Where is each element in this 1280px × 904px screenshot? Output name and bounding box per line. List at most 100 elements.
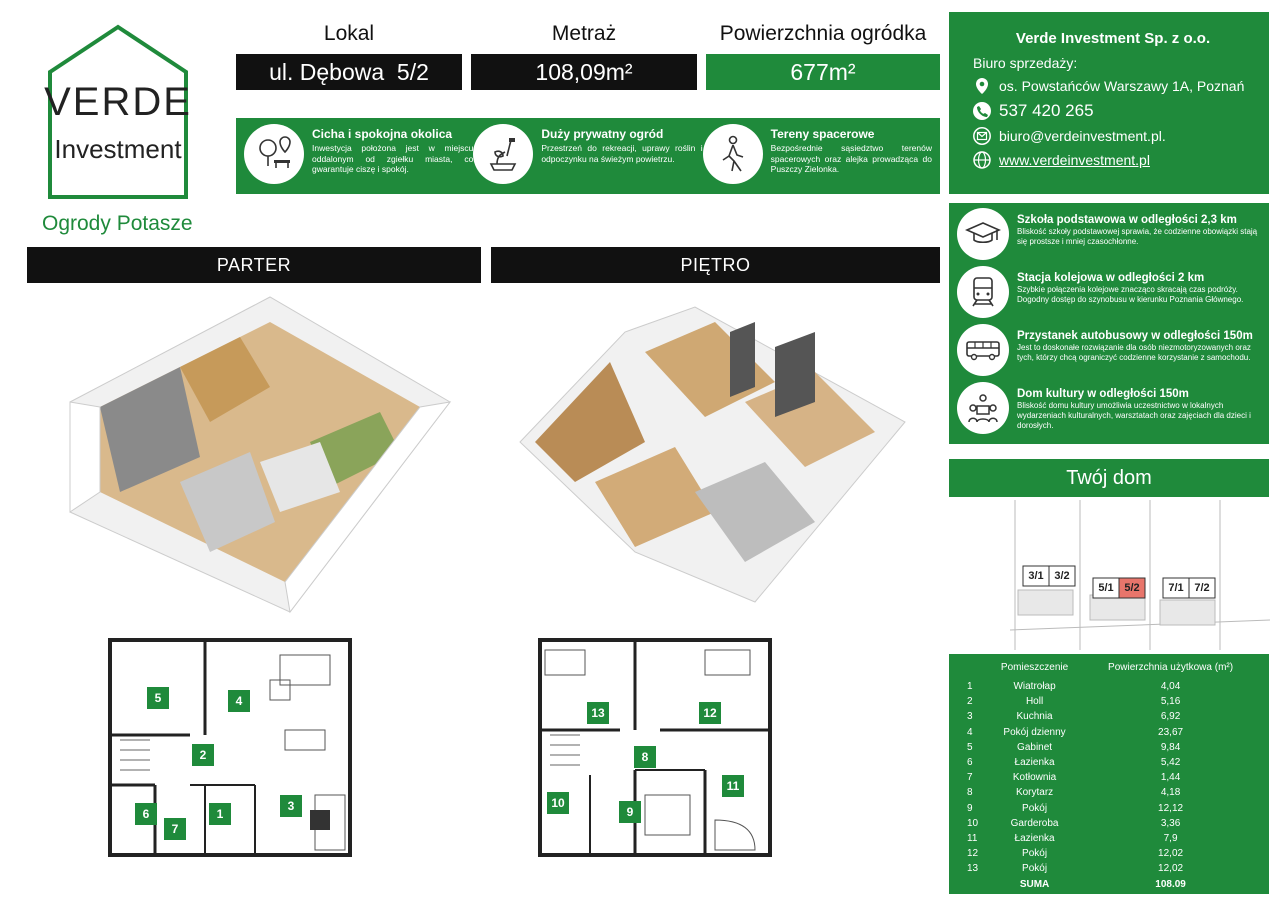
- room-name: Holl: [1025, 696, 1044, 708]
- company-name: Verde Investment Sp. z o.o.: [1015, 30, 1211, 47]
- feature-title: Cicha i spokojna okolica: [312, 127, 453, 141]
- room-label: 13: [587, 702, 609, 724]
- sum-value: 108.09: [1155, 878, 1186, 890]
- col-header-area: Powierzchnia użytkowa (m²): [1108, 662, 1234, 673]
- room-num: 11: [967, 832, 978, 844]
- company-email[interactable]: biuro@verdeinvestment.pl.: [999, 128, 1166, 144]
- room-area: 1,44: [1160, 772, 1181, 784]
- room-label: 12: [699, 702, 721, 724]
- address-row: os. Powstańców Warszawy 1A, Poznań: [973, 77, 1253, 95]
- room-num: 13: [967, 863, 979, 875]
- project-name: Ogrody Potasze: [42, 212, 193, 235]
- room-label: 1: [209, 803, 231, 825]
- room-num: 3: [967, 711, 973, 723]
- walking-icon: [702, 124, 763, 184]
- room-num: 2: [967, 696, 973, 708]
- feature-text: Bezpośrednie sąsiedztwo terenów spacerow…: [770, 143, 932, 174]
- poi-panel: Szkoła podstawowa w odległości 2,3 km Bl…: [949, 203, 1269, 444]
- room-name: Korytarz: [1015, 787, 1054, 799]
- table-row: 13 Pokój 12,02: [959, 861, 1259, 876]
- feature-text: Inwestycja położona jest w miejscu oddal…: [312, 143, 474, 174]
- poi-title: Szkoła podstawowa w odległości 2,3 km: [1017, 214, 1237, 226]
- room-area: 23,67: [1158, 726, 1184, 738]
- lokal-label: Lokal: [323, 22, 375, 45]
- poi-bus: Przystanek autobusowy w odległości 150m …: [957, 324, 1261, 382]
- room-num: 10: [967, 817, 979, 829]
- unit-label: 3/2: [1054, 570, 1070, 582]
- graduation-cap-icon: [957, 208, 1009, 260]
- feature-text: Przestrzeń do rekreacji, uprawy roślin i…: [541, 143, 703, 164]
- room-name: Łazienka: [1014, 832, 1055, 844]
- park-icon: [244, 124, 304, 184]
- unit-label: 5/1: [1098, 582, 1114, 594]
- room-num: 9: [967, 802, 973, 814]
- phone-row: 537 420 265: [973, 101, 1253, 121]
- feature-walks: Tereny spacerowe Bezpośrednie sąsiedztwo…: [702, 124, 932, 188]
- room-num: 7: [967, 772, 973, 784]
- metraz-label: Metraż: [551, 22, 617, 45]
- poi-title: Przystanek autobusowy w odległości 150m: [1017, 330, 1253, 342]
- room-area: 4,18: [1160, 787, 1181, 799]
- room-label: 10: [547, 792, 569, 814]
- room-name: Gabinet: [1017, 741, 1053, 753]
- room-num: 8: [967, 787, 973, 799]
- parter-header: PARTER: [27, 247, 481, 283]
- room-num: 4: [967, 726, 973, 738]
- poi-text: Jest to doskonałe rozwiązanie dla osób n…: [1017, 343, 1251, 362]
- room-area: 4,04: [1160, 681, 1181, 693]
- table-row: 3 Kuchnia 6,92: [959, 709, 1259, 724]
- poi-text: Bliskość szkoły podstawowej sprawia, że …: [1017, 227, 1258, 246]
- room-area: 12,02: [1158, 863, 1184, 875]
- office-label: Biuro sprzedaży:: [973, 55, 1078, 71]
- room-name: Pokój: [1022, 848, 1048, 860]
- logo-line2: Investment: [54, 134, 182, 164]
- room-label: 7: [164, 818, 186, 840]
- features-strip: Cicha i spokojna okolica Inwestycja poło…: [236, 118, 940, 194]
- room-label: 9: [619, 801, 641, 823]
- table-row: 6 Łazienka 5,42: [959, 755, 1259, 770]
- room-name: Pokój: [1022, 863, 1048, 875]
- room-name: Kuchnia: [1016, 711, 1053, 723]
- room-name: Wiatrołap: [1013, 681, 1056, 693]
- table-row: 10 Garderoba 3,36: [959, 816, 1259, 831]
- location-pin-icon: [976, 78, 988, 94]
- table-row: 1 Wiatrołap 4,04: [959, 679, 1259, 694]
- ogrodek-label: Powierzchnia ogródka: [719, 22, 927, 45]
- bus-icon: [957, 324, 1009, 376]
- email-icon: [973, 127, 991, 145]
- col-header-name: Pomieszczenie: [1000, 662, 1069, 673]
- email-row: biuro@verdeinvestment.pl.: [973, 127, 1253, 145]
- logo: VERDE Investment: [40, 22, 196, 202]
- parter-floor-plan: 1 2 3 4 5 6 7: [95, 615, 365, 900]
- poi-train: Stacja kolejowa w odległości 2 km Szybki…: [957, 266, 1261, 324]
- globe-icon: [973, 151, 991, 169]
- poi-culture: Dom kultury w odległości 150m Bliskość d…: [957, 382, 1261, 440]
- company-website[interactable]: www.verdeinvestment.pl: [999, 152, 1150, 168]
- logo-line1: VERDE: [44, 80, 192, 124]
- room-name: Garderoba: [1010, 817, 1059, 829]
- room-num: 5: [967, 741, 973, 753]
- logo-house-outline: [48, 24, 188, 199]
- phone-icon: [973, 102, 991, 120]
- parter-3d-render: [60, 292, 460, 617]
- room-area: 6,92: [1160, 711, 1181, 723]
- company-phone[interactable]: 537 420 265: [999, 101, 1094, 120]
- room-label: 4: [228, 690, 250, 712]
- room-label: 6: [135, 803, 157, 825]
- unit-label: 7/1: [1168, 582, 1184, 594]
- site-plan: 3/1 3/2 5/1 5/2 7/1 7/2: [1009, 500, 1271, 650]
- room-area: 5,42: [1160, 757, 1181, 769]
- room-num: 6: [967, 757, 973, 769]
- pietro-header: PIĘTRO: [491, 247, 940, 283]
- room-label: 5: [147, 687, 169, 709]
- feature-quiet: Cicha i spokojna okolica Inwestycja poło…: [244, 124, 473, 188]
- room-area: 3,36: [1160, 817, 1181, 829]
- room-name: Łazienka: [1014, 757, 1055, 769]
- room-area: 12,12: [1158, 802, 1184, 814]
- poi-title: Dom kultury w odległości 150m: [1017, 388, 1189, 400]
- room-num: 1: [967, 681, 973, 693]
- room-area: 7,9: [1163, 832, 1178, 844]
